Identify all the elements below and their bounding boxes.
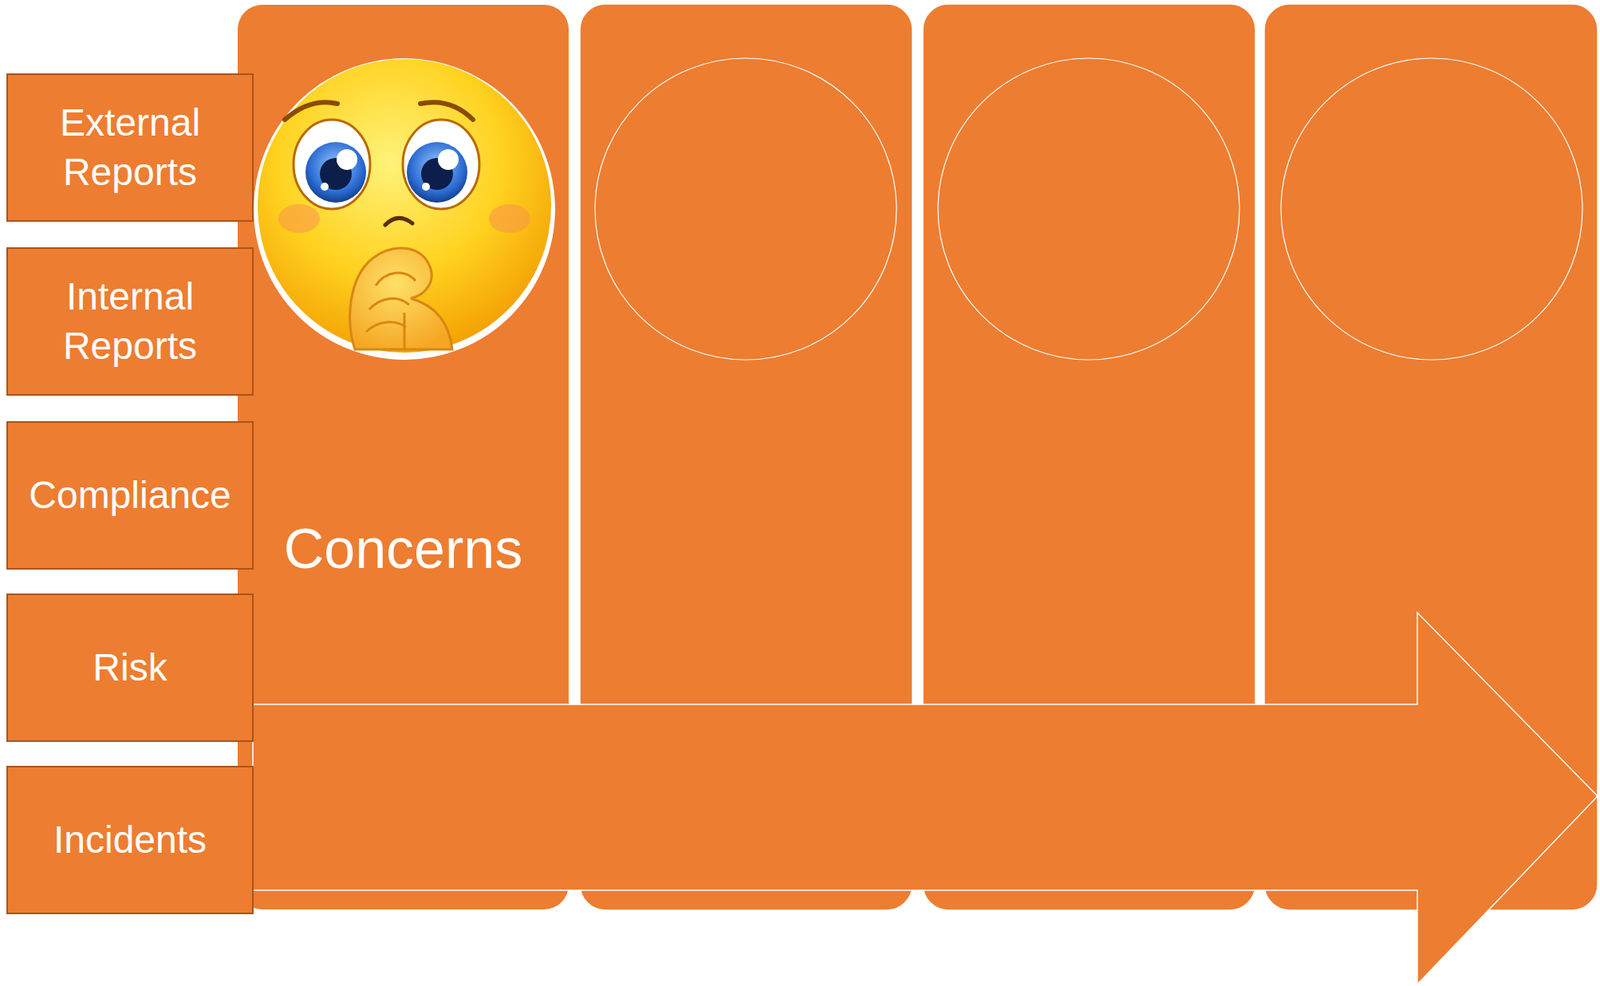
stage-column	[1264, 3, 1598, 911]
node-label: Compliance	[28, 470, 231, 521]
node-label: Risk	[92, 642, 167, 693]
node-label: Concerns	[283, 516, 524, 582]
stage-column: Concerns	[236, 3, 570, 911]
node-label: Internal Reports	[19, 271, 241, 372]
category-box: Incidents	[6, 765, 254, 915]
empty-circle	[1280, 58, 1583, 360]
node-label: External Reports	[19, 98, 241, 198]
stage-column	[579, 3, 913, 911]
node-label: Incidents	[53, 815, 207, 865]
stage-column	[922, 3, 1256, 911]
empty-circle	[937, 58, 1240, 360]
category-box: Compliance	[6, 421, 254, 570]
category-box: Internal Reports	[6, 247, 254, 396]
category-box: External Reports	[6, 73, 254, 222]
category-box: Risk	[6, 593, 254, 742]
empty-circle	[595, 58, 897, 360]
